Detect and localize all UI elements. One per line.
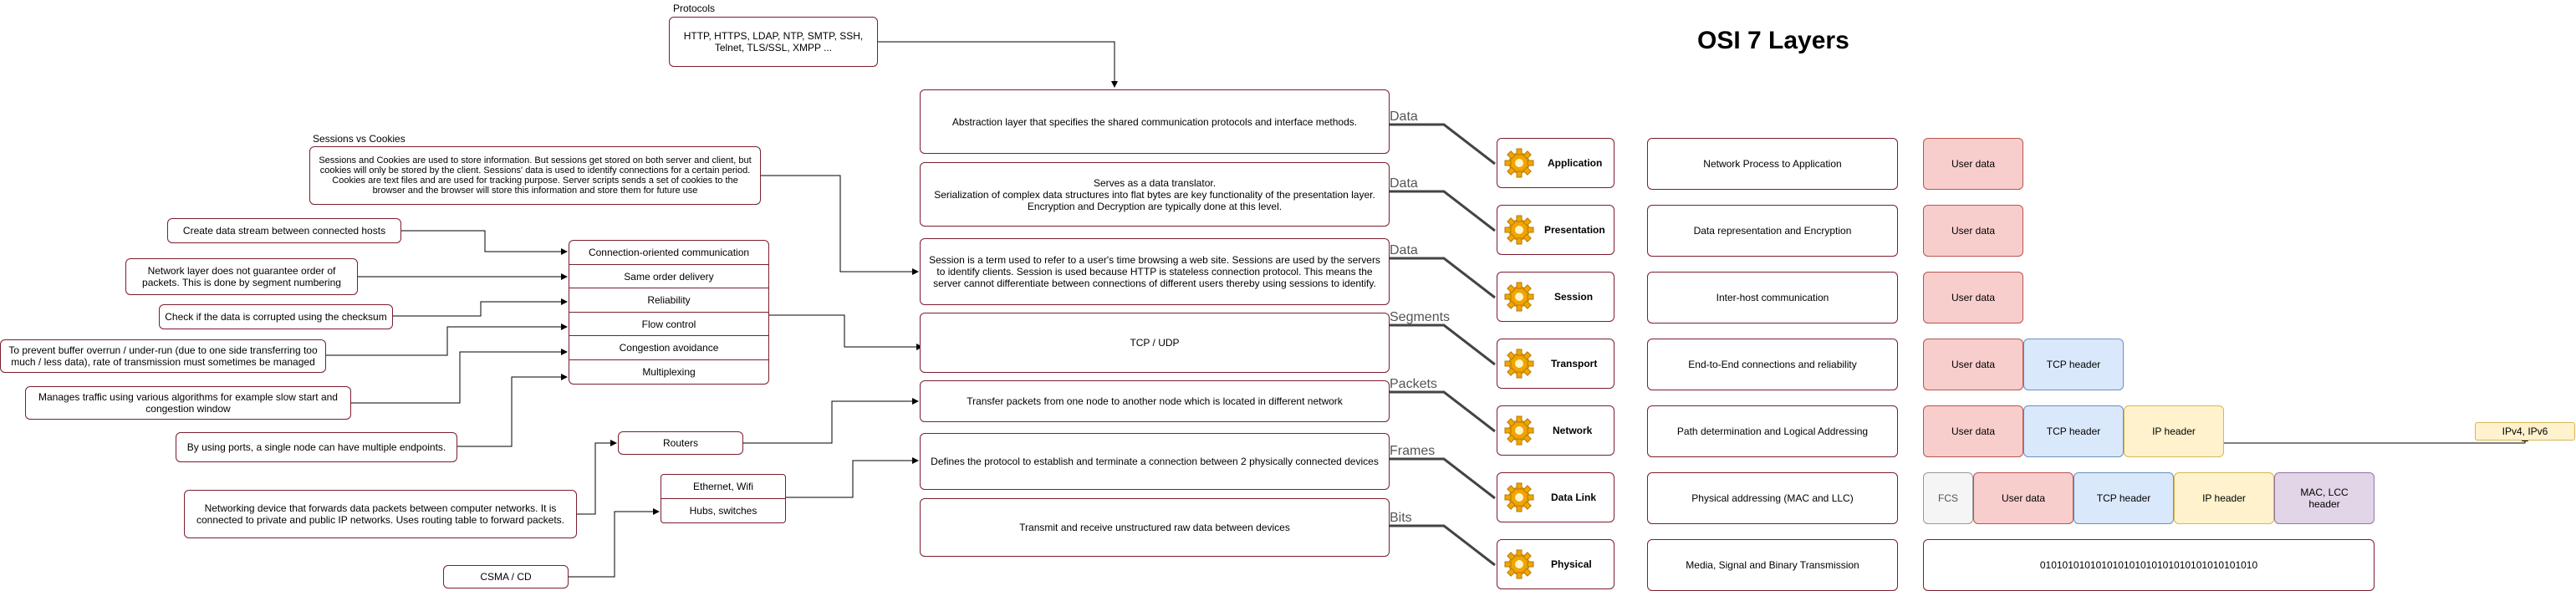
layer-name-session: Session [1554, 291, 1594, 303]
protocols-label: Protocols [673, 3, 716, 14]
layer-physical: Physical [1497, 539, 1614, 589]
transport-features-list: Connection-oriented communication Same o… [569, 240, 769, 385]
feature-congestion-avoidance: Congestion avoidance [569, 335, 769, 360]
application-description: Abstraction layer that specifies the sha… [920, 89, 1390, 154]
note-multiplexing: By using ports, a single node can have m… [176, 432, 457, 462]
user-data-datalink: User data [1973, 472, 2074, 524]
pdu-label-physical: Bits [1390, 511, 1412, 525]
layer-transport: Transport [1497, 339, 1614, 389]
function-session: Inter-host communication [1647, 272, 1898, 324]
gear-icon [1504, 349, 1534, 379]
gear-icon [1504, 549, 1534, 579]
tcp-header-datalink: TCP header [2074, 472, 2174, 524]
bits-physical: 010101010101010101010101010101010101010 [1923, 539, 2375, 591]
note-order: Network layer does not guarantee order o… [125, 258, 358, 295]
gear-icon [1504, 215, 1534, 245]
function-presentation: Data representation and Encryption [1647, 205, 1898, 257]
tcp-header-network: TCP header [2023, 405, 2124, 457]
presentation-description: Serves as a data translator. Serializati… [920, 162, 1390, 227]
pdu-label-transport: Segments [1390, 310, 1451, 324]
user-data-application: User data [1923, 138, 2023, 190]
sessions-cookies-box: Sessions and Cookies are used to store i… [309, 146, 761, 205]
ip-versions-box: IPv4, IPv6 [2475, 422, 2575, 441]
pdu-label-presentation: Data [1390, 176, 1418, 191]
feature-connection-oriented: Connection-oriented communication [569, 240, 769, 265]
gear-icon [1504, 415, 1534, 446]
layer-name-datalink: Data Link [1551, 492, 1597, 503]
physical-description: Transmit and receive unstructured raw da… [920, 498, 1390, 557]
fcs-datalink: FCS [1923, 472, 1973, 524]
ethernet-box: Ethernet, Wifi [661, 474, 786, 499]
layer-datalink: Data Link [1497, 472, 1614, 522]
layer-name-application: Application [1548, 157, 1603, 169]
page-title: OSI 7 Layers [1697, 27, 1849, 54]
user-data-presentation: User data [1923, 205, 2023, 257]
layer-name-physical: Physical [1551, 558, 1592, 570]
layer-application: Application [1497, 138, 1614, 188]
datalink-description: Defines the protocol to establish and te… [920, 433, 1390, 490]
feature-multiplexing: Multiplexing [569, 359, 769, 385]
pdu-label-application: Data [1390, 110, 1418, 124]
function-transport: End-to-End connections and reliability [1647, 339, 1898, 390]
note-congestion: Manages traffic using various algorithms… [25, 386, 351, 420]
layer-name-presentation: Presentation [1544, 224, 1605, 236]
session-description: Session is a term used to refer to a use… [920, 238, 1390, 305]
feature-same-order-delivery: Same order delivery [569, 263, 769, 289]
layer-network: Network [1497, 405, 1614, 456]
feature-flow-control: Flow control [569, 311, 769, 337]
ip-header-datalink: IP header [2174, 472, 2274, 524]
hubs-switches-box: Hubs, switches [661, 498, 786, 523]
user-data-network: User data [1923, 405, 2023, 457]
user-data-session: User data [1923, 272, 2023, 324]
layer-name-network: Network [1553, 425, 1593, 436]
sessions-cookies-label: Sessions vs Cookies [313, 133, 406, 145]
layer-session: Session [1497, 272, 1614, 322]
network-description: Transfer packets from one node to anothe… [920, 380, 1390, 422]
pdu-label-datalink: Frames [1390, 444, 1436, 458]
tcp-header-transport: TCP header [2023, 339, 2124, 390]
layer-presentation: Presentation [1497, 205, 1614, 255]
user-data-transport: User data [1923, 339, 2023, 390]
function-network: Path determination and Logical Addressin… [1647, 405, 1898, 457]
feature-reliability: Reliability [569, 288, 769, 313]
function-physical: Media, Signal and Binary Transmission [1647, 539, 1898, 591]
mac-llc-header-datalink: MAC, LCC header [2274, 472, 2375, 524]
router-note-box: Networking device that forwards data pac… [184, 490, 577, 538]
note-data-stream: Create data stream between connected hos… [167, 218, 401, 243]
gear-icon [1504, 482, 1534, 512]
protocols-box: HTTP, HTTPS, LDAP, NTP, SMTP, SSH, Telne… [669, 17, 878, 67]
function-application: Network Process to Application [1647, 138, 1898, 190]
transport-description: TCP / UDP [920, 313, 1390, 373]
function-datalink: Physical addressing (MAC and LLC) [1647, 472, 1898, 524]
routers-box: Routers [618, 431, 743, 455]
gear-icon [1504, 148, 1534, 178]
note-flow-control: To prevent buffer overrun / under-run (d… [0, 339, 326, 373]
ip-header-network: IP header [2124, 405, 2224, 457]
note-checksum: Check if the data is corrupted using the… [159, 304, 393, 329]
pdu-label-network: Packets [1390, 377, 1437, 391]
gear-icon [1504, 282, 1534, 312]
pdu-label-session: Data [1390, 243, 1418, 257]
layer-name-transport: Transport [1551, 358, 1598, 369]
csma-box: CSMA / CD [443, 565, 569, 588]
